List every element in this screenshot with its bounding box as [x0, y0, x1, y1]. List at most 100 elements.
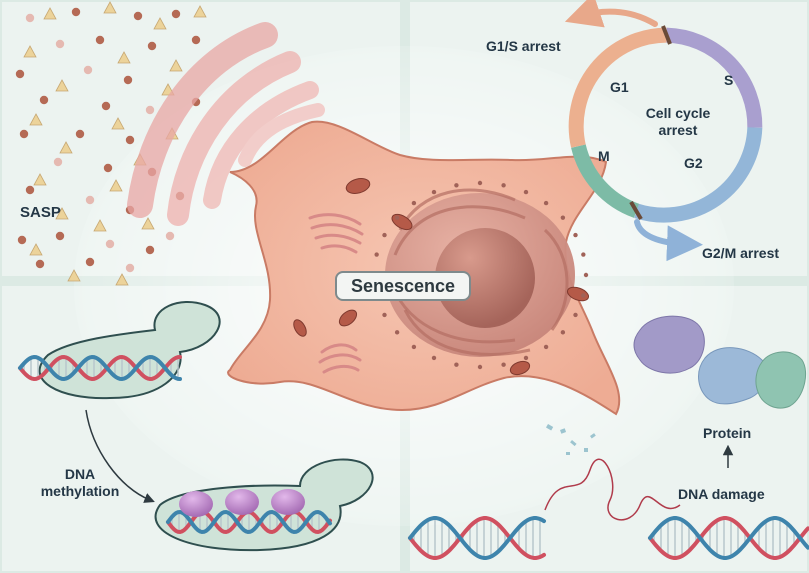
senescence-label: Senescence — [335, 271, 471, 301]
sasp-triangle — [153, 17, 167, 30]
ribosome-dot — [543, 344, 549, 350]
sasp-label: SASP — [20, 204, 61, 221]
ribosome-dot — [477, 364, 483, 370]
sasp-dot — [123, 75, 133, 85]
ribosome-dot — [543, 200, 549, 206]
nucleolus-icon — [435, 228, 535, 328]
dna-strand-blue — [648, 516, 809, 560]
ribosome-dot — [454, 362, 459, 367]
sasp-triangle — [93, 219, 107, 232]
sasp-triangle — [115, 273, 129, 286]
ribosome-dot — [523, 189, 529, 195]
sasp-triangle — [29, 113, 43, 126]
sasp-dot — [147, 41, 157, 51]
g2m-checkpoint-bar — [629, 200, 643, 221]
sasp-dot — [133, 11, 143, 21]
sasp-dot — [191, 35, 201, 45]
ribosome-dot — [560, 330, 566, 335]
g2m-arrest-label: G2/M arrest — [702, 245, 780, 261]
sasp-triangle — [23, 45, 37, 58]
phase-s-label: S — [724, 72, 734, 88]
ribosome-dot — [431, 355, 437, 361]
dna-damage-tangle — [544, 458, 681, 521]
phase-g2-label: G2 — [684, 155, 703, 171]
sasp-dot — [125, 263, 135, 273]
sasp-dot — [145, 105, 155, 115]
dna-methylation-line1: DNA — [64, 466, 96, 482]
sasp-triangle — [55, 79, 69, 92]
phase-g1-arc — [568, 27, 667, 148]
ribosome-dot — [431, 189, 437, 195]
dna-strand-blue — [166, 509, 332, 535]
ribosome-dot — [560, 215, 566, 220]
sasp-triangle — [55, 207, 69, 220]
sasp-dot — [125, 135, 135, 145]
dna-damage-label: DNA damage — [678, 486, 765, 502]
sasp-dot — [145, 245, 155, 255]
sasp-triangle — [117, 51, 131, 64]
sasp-dot — [83, 65, 93, 75]
ribosome-dot — [581, 252, 586, 257]
sasp-dot — [19, 129, 29, 139]
sasp-triangle — [193, 5, 207, 18]
cell-cycle-label-line2: arrest — [658, 122, 698, 138]
dna-methylation-line2: methylation — [40, 483, 120, 499]
dna-fragments-icon — [546, 423, 596, 455]
phase-g1-label: G1 — [610, 79, 629, 95]
ribosome-dot — [454, 183, 459, 188]
sasp-triangle — [169, 59, 183, 72]
ribosome-dot — [411, 344, 417, 350]
phase-m-arc — [571, 144, 640, 218]
sasp-dot — [101, 101, 111, 111]
endoplasmic-reticulum-icon — [127, 22, 325, 226]
ribosome-dot — [382, 312, 387, 318]
ribosome-dot — [394, 330, 400, 335]
dna-methylation-label: DNA methylation — [30, 466, 130, 500]
ribosome-dot — [501, 183, 506, 188]
ribosome-dot — [523, 355, 529, 361]
cell-cycle-arrest-label: Cell cycle arrest — [630, 105, 726, 139]
ribosome-dot — [501, 362, 506, 367]
sasp-dot — [71, 7, 81, 17]
dna-strand-red — [408, 516, 546, 560]
phase-g2-arc — [634, 127, 763, 223]
ribosome-dot — [573, 312, 578, 318]
sasp-triangle — [109, 179, 123, 192]
methylation-arrow-icon — [85, 409, 155, 503]
g1s-checkpoint-bar — [661, 25, 672, 45]
sasp-triangle — [111, 117, 125, 130]
sasp-dot — [85, 195, 95, 205]
sasp-dot — [39, 95, 49, 105]
protein-label: Protein — [703, 425, 752, 441]
sasp-dot — [55, 39, 65, 49]
protein-aggregate-icon — [633, 315, 806, 409]
sasp-dot — [25, 13, 35, 23]
dna-damage-helix — [408, 516, 809, 560]
ribosome-dot — [581, 293, 586, 298]
sasp-dot — [55, 231, 65, 241]
nucleus-icon — [385, 188, 575, 357]
sasp-dot — [85, 257, 95, 267]
dna-strand-red — [648, 516, 809, 560]
cell-cycle-label-line1: Cell cycle — [645, 105, 711, 121]
sasp-triangle — [43, 7, 57, 20]
g1s-arrest-label: G1/S arrest — [486, 38, 561, 54]
phase-s-arc — [666, 27, 763, 128]
sasp-dot — [25, 185, 35, 195]
dna-strand-blue — [18, 354, 182, 382]
ribosome-dot — [374, 252, 379, 257]
cell-cycle-ring — [568, 27, 763, 223]
methyl-group-icon — [179, 489, 305, 517]
g2m-arrow-icon — [634, 219, 703, 262]
dna-helix-unmethylated — [18, 354, 182, 382]
ribosome-dot — [573, 232, 578, 238]
ribosome-dot — [583, 272, 589, 278]
sasp-dot — [35, 259, 45, 269]
ribosome-dot — [394, 215, 400, 220]
sasp-dot — [17, 235, 27, 245]
sasp-triangle — [29, 243, 43, 256]
sasp-dot — [171, 9, 181, 19]
sasp-dot — [95, 35, 105, 45]
